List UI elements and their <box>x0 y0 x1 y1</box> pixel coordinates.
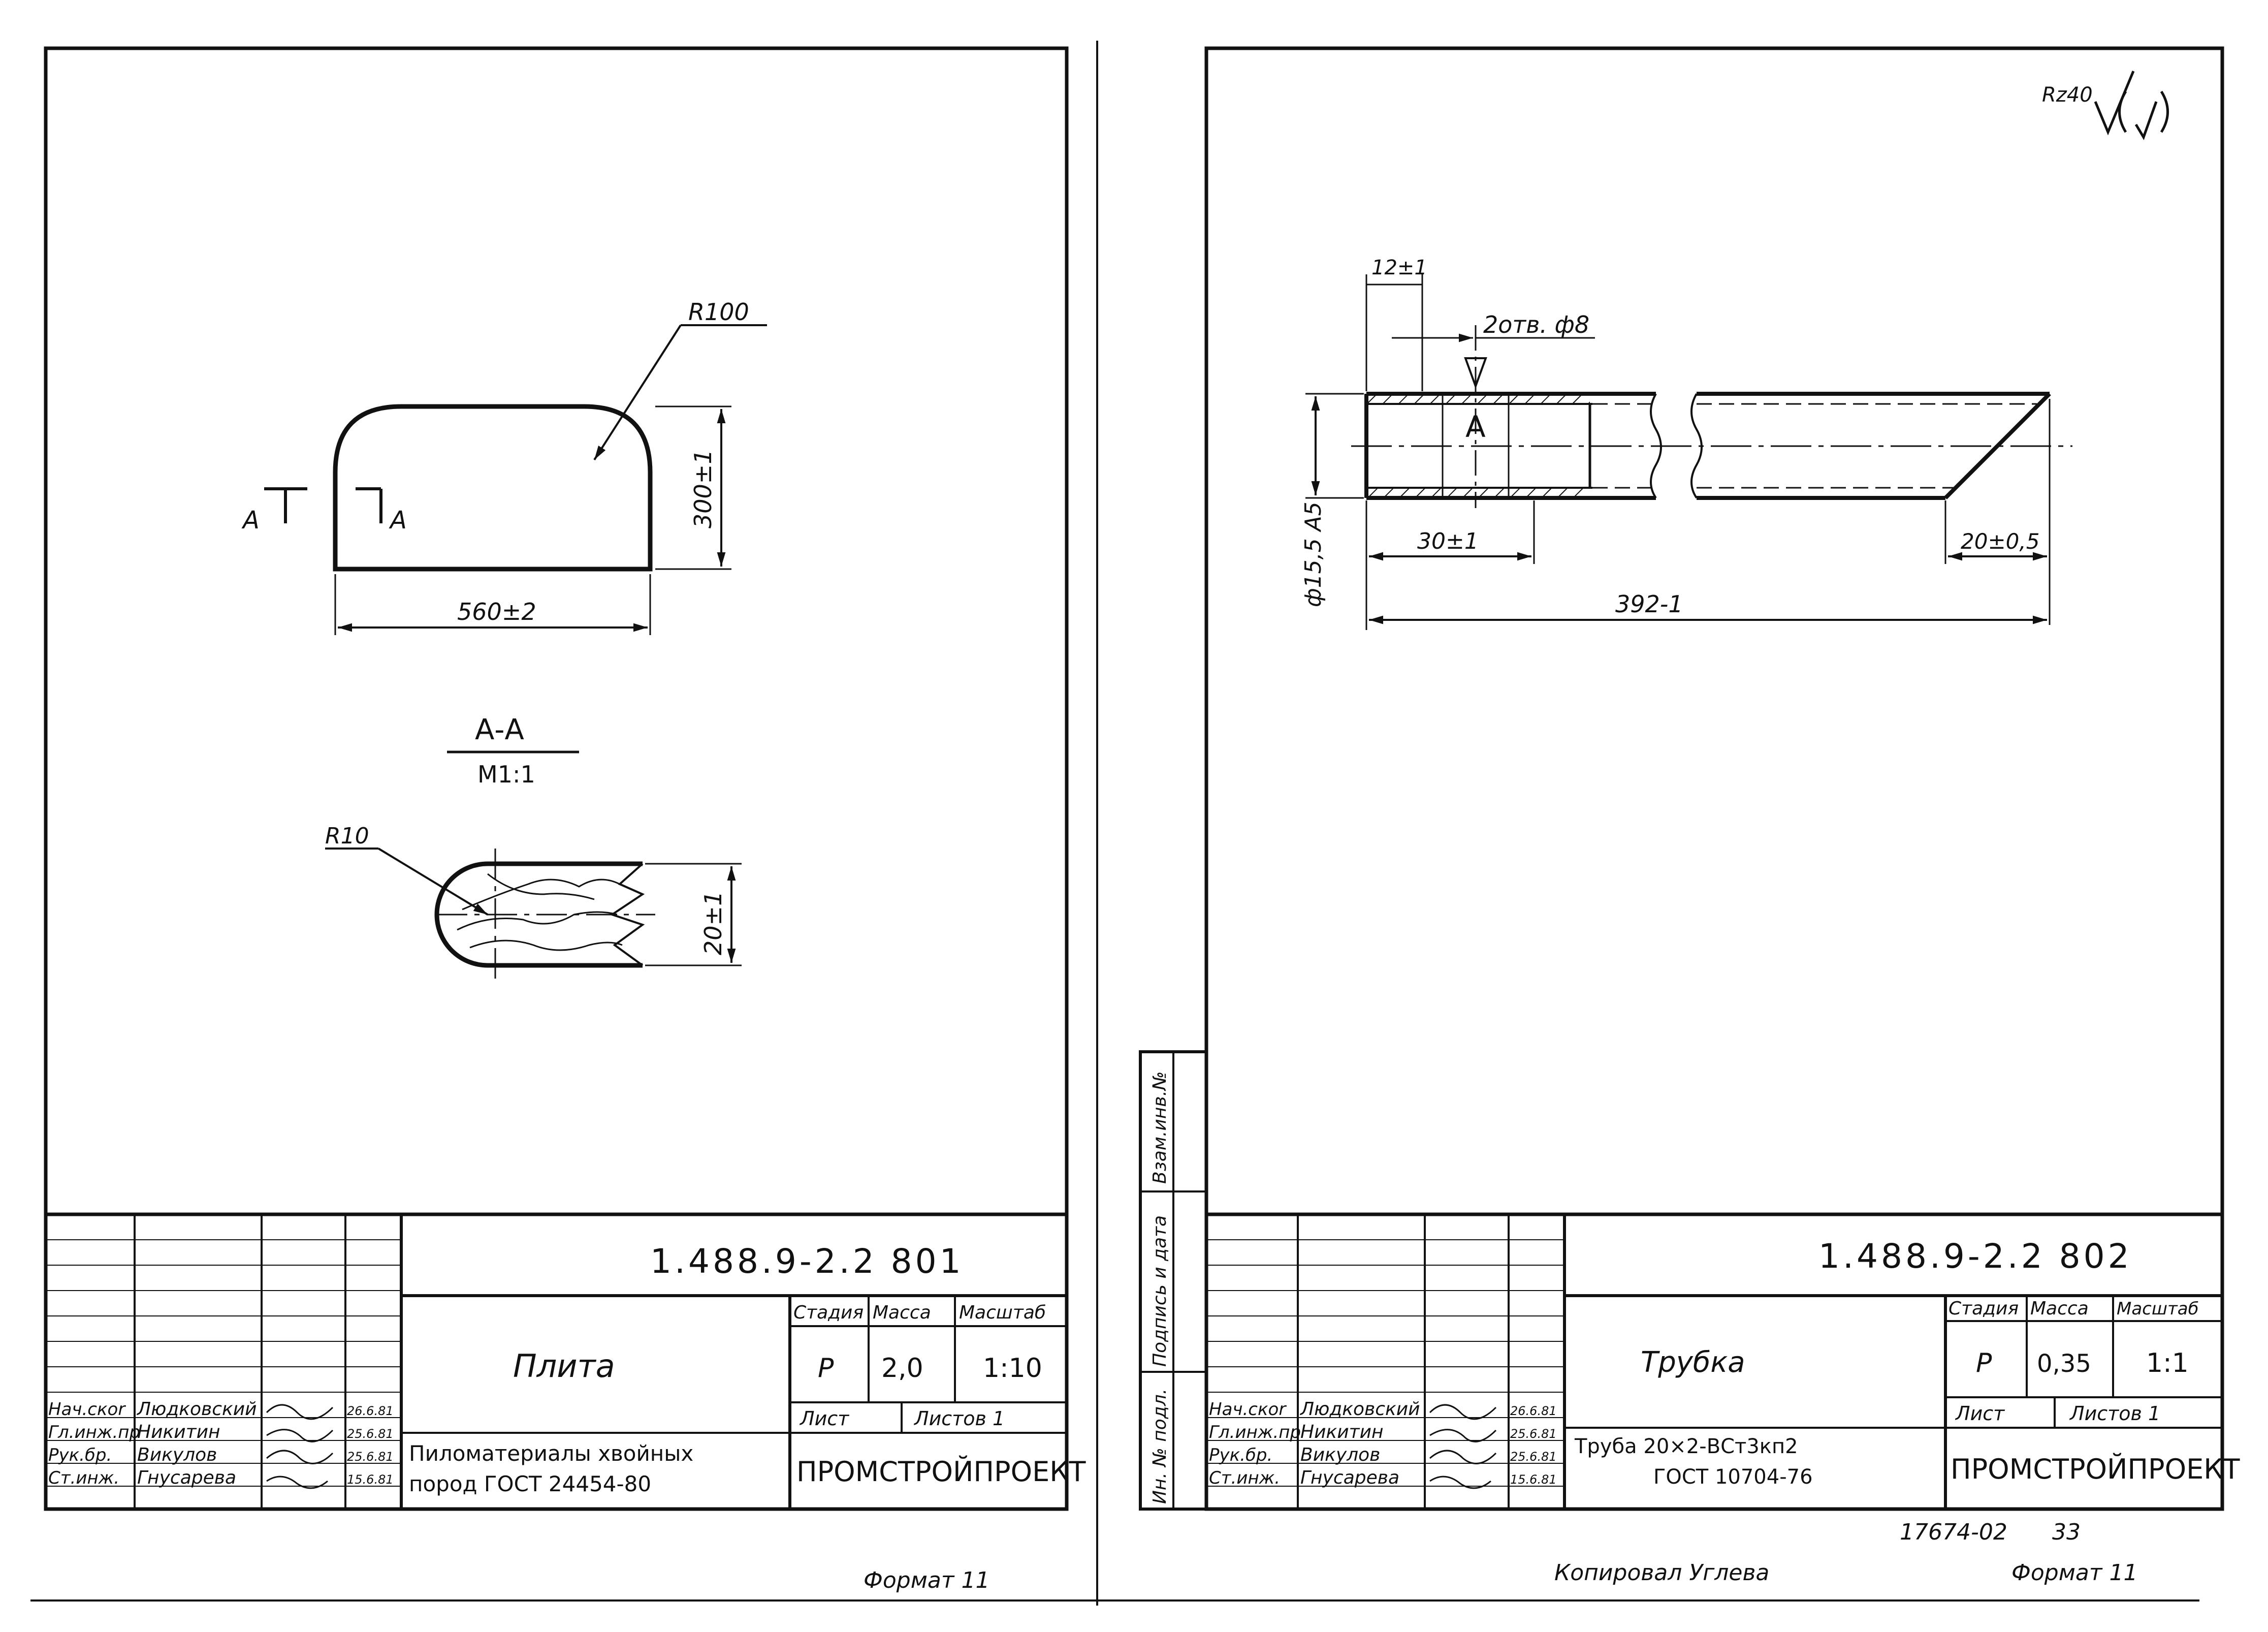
break-right <box>1690 393 1703 499</box>
material-line-1: Пиломатериалы хвойных <box>409 1441 693 1466</box>
section-mark-right: A <box>389 506 407 535</box>
tube-bevel <box>1944 392 2051 499</box>
left-format-label: Формат 11 <box>864 1567 990 1593</box>
right-frame <box>1204 46 2224 1511</box>
name-4: Гнусарева <box>137 1467 236 1488</box>
copied-by: Копировал Углева <box>1554 1560 1769 1586</box>
section-mark-left: A <box>241 506 260 535</box>
designation: 1.488.9-2.2 801 <box>650 1242 964 1281</box>
wood-grain <box>457 873 623 951</box>
signatures <box>1429 1404 1497 1489</box>
radius-label-r100: R100 <box>688 298 749 326</box>
name-2: Никитин <box>1300 1422 1384 1442</box>
radius-label-r10: R10 <box>325 823 369 849</box>
stamp-original-no: Ин. № подл. <box>1149 1389 1170 1504</box>
thickness-dimension: 20±1 <box>699 891 727 955</box>
tube-wall-hatch-bottom <box>1366 488 1590 498</box>
header-stage: Стадия <box>1948 1298 2019 1319</box>
signatures <box>266 1404 334 1489</box>
right-format-label: Формат 11 <box>2011 1560 2138 1586</box>
name-1: Людковский <box>1299 1399 1420 1420</box>
radius-leader-r10 <box>377 848 489 916</box>
date-4: 15.6.81 <box>347 1472 394 1487</box>
sheets-label: Листов 1 <box>913 1407 1005 1430</box>
date-4: 15.6.81 <box>1510 1472 1557 1487</box>
dimension-20: 20±0,5 <box>1961 529 2039 554</box>
name-2: Никитин <box>137 1422 220 1442</box>
right-title-block: 1.488.9-2.2 802 Трубка Труба 20×2-ВСт3кп… <box>1204 1212 2241 1511</box>
date-2: 25.6.81 <box>347 1427 394 1441</box>
value-scale: 1:10 <box>983 1353 1042 1384</box>
role-3: Рук.бр. <box>48 1445 112 1465</box>
header-mass: Масса <box>873 1302 931 1323</box>
header-scale: Масштаб <box>2117 1299 2199 1319</box>
part-name: Плита <box>513 1347 615 1385</box>
radius-leader-r100 <box>593 324 682 461</box>
plate-outline <box>333 404 653 572</box>
dimension-12: 12±1 <box>1371 256 1427 279</box>
doc-number: 17674-02 <box>1900 1519 2007 1545</box>
date-1: 26.6.81 <box>347 1404 394 1418</box>
page-number: 33 <box>2052 1519 2081 1545</box>
header-stage: Стадия <box>793 1302 864 1323</box>
section-title: А-А <box>475 713 524 746</box>
organization: ПРОМСТРОЙПРОЕКТ <box>1951 1453 2241 1485</box>
role-2: Гл.инж.пр <box>1209 1422 1301 1442</box>
role-2: Гл.инж.пр <box>48 1422 140 1442</box>
role-4: Ст.инж. <box>48 1468 119 1488</box>
name-1: Людковский <box>136 1399 257 1420</box>
side-stamp: Взам.инв.№ Подпись и дата Ин. № подл. <box>1139 1050 1208 1511</box>
value-scale: 1:1 <box>2146 1348 2189 1378</box>
material-line-2: пород ГОСТ 24454-80 <box>409 1471 651 1496</box>
header-mass: Масса <box>2030 1298 2089 1319</box>
roughness-value: Rz40 <box>2042 83 2093 107</box>
date-3: 25.6.81 <box>347 1450 394 1464</box>
role-1: Нач.скоr <box>1209 1399 1287 1420</box>
roughness-symbol <box>2094 71 2169 140</box>
right-sheet: Rz40 12±1 2отв. ф8 А <box>1139 46 2241 1586</box>
date-2: 25.6.81 <box>1510 1427 1557 1441</box>
dimension-30: 30±1 <box>1417 528 1479 554</box>
stamp-signature-date: Подпись и дата <box>1149 1215 1170 1367</box>
value-stage: Р <box>818 1353 834 1384</box>
left-sheet: R100 A A 300±1 560±2 А-А М1:1 R10 <box>44 46 1087 1593</box>
left-frame <box>44 46 1069 1511</box>
material-line-2: ГОСТ 10704-76 <box>1653 1465 1813 1489</box>
dimension-392: 392-1 <box>1615 590 1683 618</box>
role-3: Рук.бр. <box>1209 1445 1272 1465</box>
value-stage: Р <box>1976 1348 1992 1378</box>
part-name: Трубка <box>1641 1346 1745 1379</box>
section-scale: М1:1 <box>477 761 535 788</box>
role-4: Ст.инж. <box>1209 1468 1280 1488</box>
value-mass: 2,0 <box>881 1353 923 1384</box>
height-dimension: 300±1 <box>689 449 717 528</box>
name-4: Гнусарева <box>1300 1467 1399 1488</box>
sheet-label: Лист <box>1955 1402 2005 1425</box>
width-dimension: 560±2 <box>457 598 536 625</box>
name-3: Викулов <box>1300 1445 1380 1465</box>
sheets-label: Листов 1 <box>2069 1402 2160 1425</box>
value-mass: 0,35 <box>2037 1349 2091 1378</box>
left-title-block: 1.488.9-2.2 801 Плита Пиломатериалы хвой… <box>44 1212 1087 1511</box>
diameter-dimension: ф15,5 А5 <box>1300 501 1326 607</box>
mark-a: А <box>1465 410 1486 444</box>
section-arrow-a <box>1464 357 1487 389</box>
date-1: 26.6.81 <box>1510 1404 1557 1418</box>
tube-wall-hatch-top <box>1366 394 1590 404</box>
name-3: Викулов <box>137 1445 217 1465</box>
sheet-label: Лист <box>799 1407 850 1430</box>
holes-callout: 2отв. ф8 <box>1483 311 1589 338</box>
organization: ПРОМСТРОЙПРОЕКТ <box>796 1456 1087 1488</box>
designation: 1.488.9-2.2 802 <box>1818 1237 2132 1276</box>
date-3: 25.6.81 <box>1510 1450 1557 1464</box>
role-1: Нач.скоr <box>48 1399 126 1420</box>
break-left <box>1650 393 1662 499</box>
header-scale: Масштаб <box>959 1302 1046 1323</box>
material-line-1: Труба 20×2-ВСт3кп2 <box>1574 1435 1798 1458</box>
stamp-replacement: Взам.инв.№ <box>1149 1071 1170 1184</box>
